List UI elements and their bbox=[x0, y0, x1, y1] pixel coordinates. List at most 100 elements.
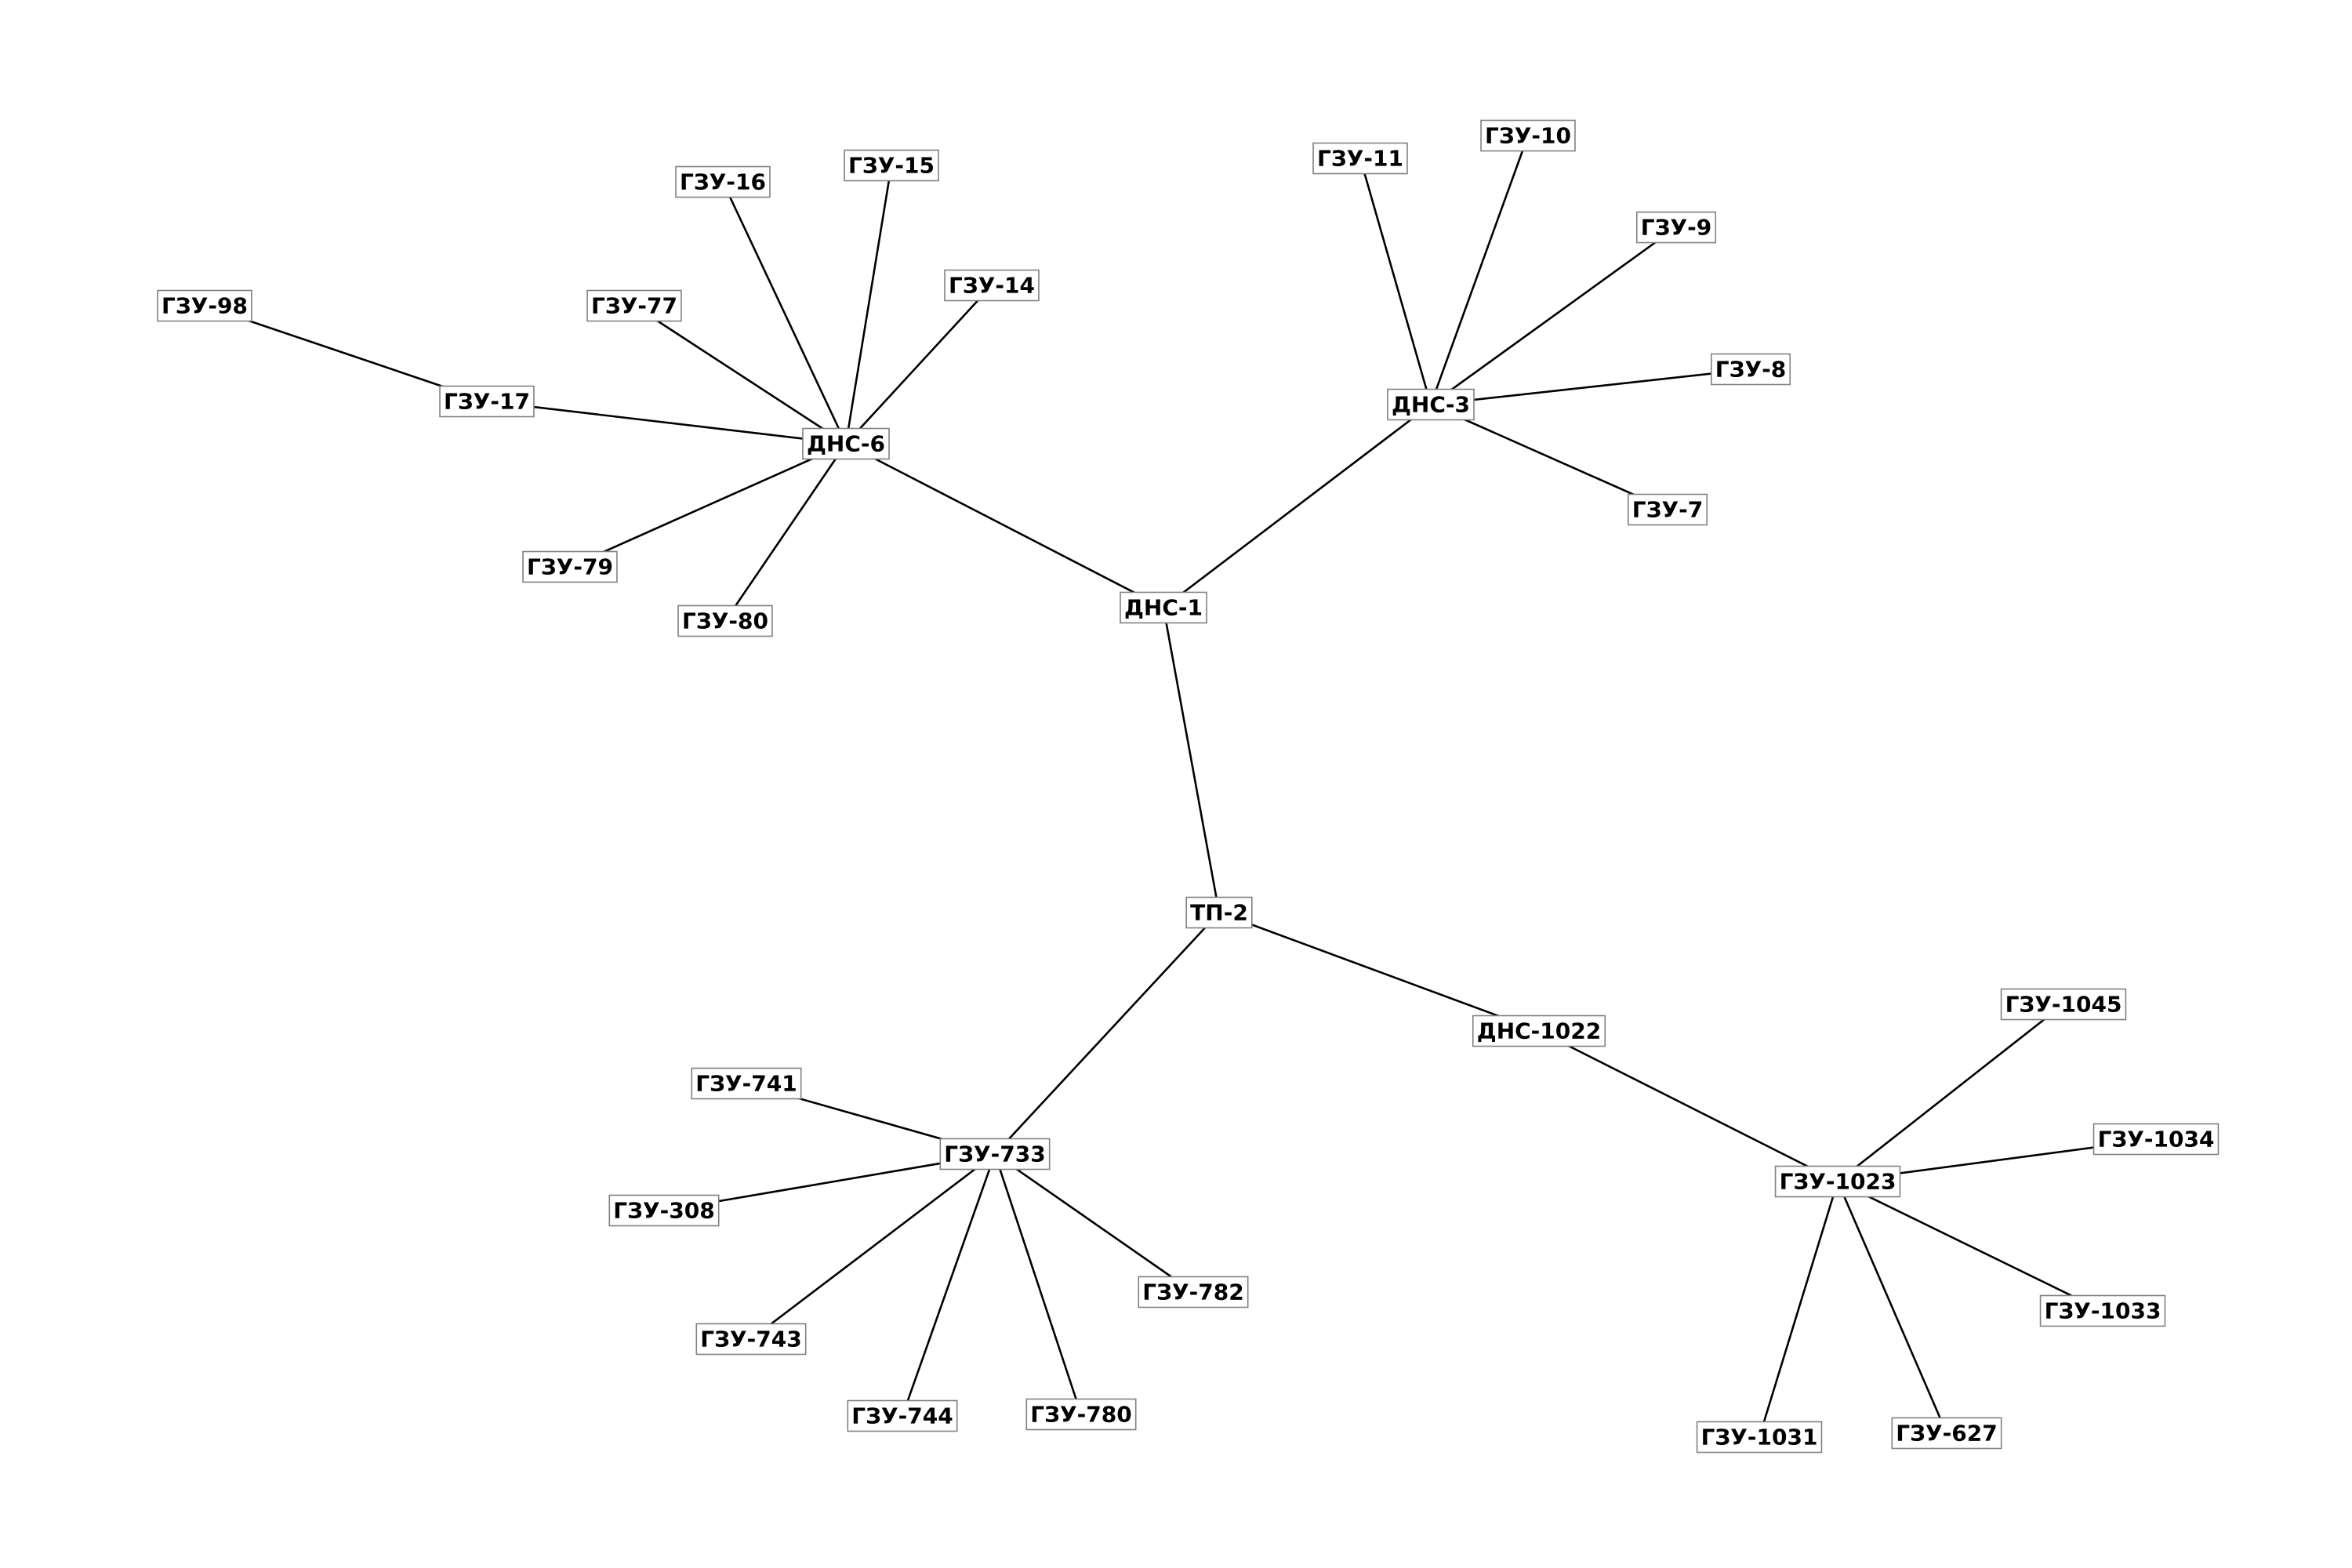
node-box bbox=[1635, 211, 1717, 244]
edge-dns3-gzu7 bbox=[1430, 403, 1668, 511]
edge-tp2-gzu733 bbox=[994, 912, 1220, 1155]
node-label: ГЗУ-1031 bbox=[1701, 1425, 1818, 1450]
node-gzu743: ГЗУ-743 bbox=[695, 1323, 807, 1356]
node-gzu15: ГЗУ-15 bbox=[844, 149, 939, 182]
edge-tp2-dns1022 bbox=[1218, 911, 1540, 1033]
node-gzu80: ГЗУ-80 bbox=[677, 604, 773, 637]
edge-dns3-gzu11 bbox=[1359, 158, 1432, 405]
edge-dns1-dns6 bbox=[845, 442, 1164, 609]
edge-dns6-gzu14 bbox=[845, 285, 993, 445]
node-box bbox=[439, 385, 535, 418]
edge-gzu1023-gzu627 bbox=[1836, 1181, 1948, 1434]
edge-gzu1023-gzu1033 bbox=[1837, 1180, 2103, 1312]
node-box bbox=[675, 165, 771, 198]
node-label: ГЗУ-780 bbox=[1030, 1402, 1131, 1428]
node-box bbox=[939, 1138, 1051, 1171]
edge-gzu17-gzu98 bbox=[204, 304, 488, 403]
node-gzu1031: ГЗУ-1031 bbox=[1696, 1421, 1823, 1454]
edge-dns6-gzu16 bbox=[721, 181, 848, 445]
node-box bbox=[2092, 1123, 2220, 1156]
edges-layer bbox=[204, 135, 2157, 1438]
edge-tp2-dns1 bbox=[1162, 607, 1221, 913]
node-label: ГЗУ-77 bbox=[591, 293, 677, 319]
node-gzu627: ГЗУ-627 bbox=[1891, 1417, 2002, 1450]
node-gzu10: ГЗУ-10 bbox=[1480, 119, 1576, 152]
node-gzu308: ГЗУ-308 bbox=[608, 1194, 720, 1227]
node-box bbox=[695, 1323, 807, 1356]
node-label: ГЗУ-10 bbox=[1485, 123, 1571, 149]
edge-gzu1023-gzu1031 bbox=[1758, 1181, 1839, 1438]
node-label: ГЗУ-1045 bbox=[2005, 992, 2122, 1018]
node-box bbox=[1891, 1417, 2002, 1450]
node-box bbox=[1627, 493, 1708, 526]
node-gzu11: ГЗУ-11 bbox=[1312, 142, 1408, 175]
node-label: ГЗУ-1034 bbox=[2098, 1127, 2215, 1152]
node-box bbox=[157, 289, 252, 322]
node-box bbox=[847, 1399, 958, 1432]
node-gzu9: ГЗУ-9 bbox=[1635, 211, 1717, 244]
edge-dns6-gzu15 bbox=[844, 165, 893, 445]
node-box bbox=[691, 1067, 802, 1100]
node-dns6: ДНС-6 bbox=[802, 427, 890, 460]
node-label: ГЗУ-733 bbox=[944, 1142, 1045, 1167]
edge-dns1022-gzu1023 bbox=[1538, 1029, 1838, 1183]
edge-dns6-gzu77 bbox=[633, 304, 847, 445]
edge-gzu1023-gzu1045 bbox=[1837, 1003, 2064, 1183]
node-gzu744: ГЗУ-744 bbox=[847, 1399, 958, 1432]
node-gzu77: ГЗУ-77 bbox=[586, 289, 682, 322]
node-box bbox=[586, 289, 682, 322]
node-label: ГЗУ-7 bbox=[1632, 497, 1703, 523]
node-label: ГЗУ-741 bbox=[695, 1071, 797, 1097]
edge-dns1-dns3 bbox=[1163, 403, 1432, 609]
node-label: ГЗУ-16 bbox=[680, 169, 766, 195]
node-box bbox=[677, 604, 773, 637]
node-label: ДНС-3 bbox=[1392, 392, 1470, 418]
node-box bbox=[1312, 142, 1408, 175]
edge-dns6-gzu80 bbox=[724, 443, 848, 622]
node-box bbox=[608, 1194, 720, 1227]
node-gzu8: ГЗУ-8 bbox=[1710, 353, 1791, 386]
node-gzu1045: ГЗУ-1045 bbox=[2000, 988, 2127, 1021]
edge-dns6-gzu17 bbox=[486, 400, 847, 445]
node-label: ГЗУ-9 bbox=[1641, 215, 1711, 241]
node-tp2: ТП-2 bbox=[1185, 896, 1253, 929]
node-box bbox=[944, 269, 1040, 302]
edge-dns6-gzu79 bbox=[569, 442, 847, 568]
node-gzu1023: ГЗУ-1023 bbox=[1774, 1165, 1901, 1198]
node-box bbox=[2000, 988, 2127, 1021]
node-label: ГЗУ-1033 bbox=[2045, 1298, 2161, 1324]
node-label: ДНС-1 bbox=[1124, 595, 1203, 621]
node-box bbox=[1185, 896, 1253, 929]
node-gzu733: ГЗУ-733 bbox=[939, 1138, 1051, 1171]
node-label: ГЗУ-79 bbox=[527, 554, 613, 580]
node-dns1022: ДНС-1022 bbox=[1472, 1014, 1606, 1047]
node-box bbox=[2039, 1294, 2166, 1327]
node-gzu782: ГЗУ-782 bbox=[1138, 1276, 1249, 1308]
node-label: ГЗУ-14 bbox=[949, 273, 1035, 299]
edge-gzu733-gzu744 bbox=[901, 1153, 996, 1417]
edge-gzu733-gzu780 bbox=[993, 1153, 1083, 1415]
node-box bbox=[1710, 353, 1791, 386]
node-label: ГЗУ-308 bbox=[613, 1198, 714, 1224]
edge-gzu733-gzu743 bbox=[750, 1152, 996, 1341]
node-box bbox=[802, 427, 890, 460]
node-box bbox=[1025, 1398, 1137, 1431]
node-label: ГЗУ-743 bbox=[700, 1327, 801, 1352]
node-label: ГЗУ-744 bbox=[851, 1403, 953, 1429]
node-label: ГЗУ-80 bbox=[682, 608, 768, 634]
edge-dns3-gzu8 bbox=[1430, 368, 1751, 406]
node-label: ТП-2 bbox=[1190, 900, 1248, 926]
node-label: ДНС-6 bbox=[807, 431, 885, 457]
node-gzu79: ГЗУ-79 bbox=[522, 550, 618, 583]
node-label: ДНС-1022 bbox=[1477, 1018, 1601, 1044]
node-box bbox=[1696, 1421, 1823, 1454]
edge-dns3-gzu10 bbox=[1429, 135, 1530, 405]
node-box bbox=[1120, 591, 1207, 624]
node-gzu1033: ГЗУ-1033 bbox=[2039, 1294, 2166, 1327]
node-label: ГЗУ-8 bbox=[1715, 357, 1786, 383]
node-label: ГЗУ-1023 bbox=[1780, 1169, 1896, 1195]
node-label: ГЗУ-98 bbox=[162, 293, 248, 319]
node-gzu7: ГЗУ-7 bbox=[1627, 493, 1708, 526]
node-gzu780: ГЗУ-780 bbox=[1025, 1398, 1137, 1431]
